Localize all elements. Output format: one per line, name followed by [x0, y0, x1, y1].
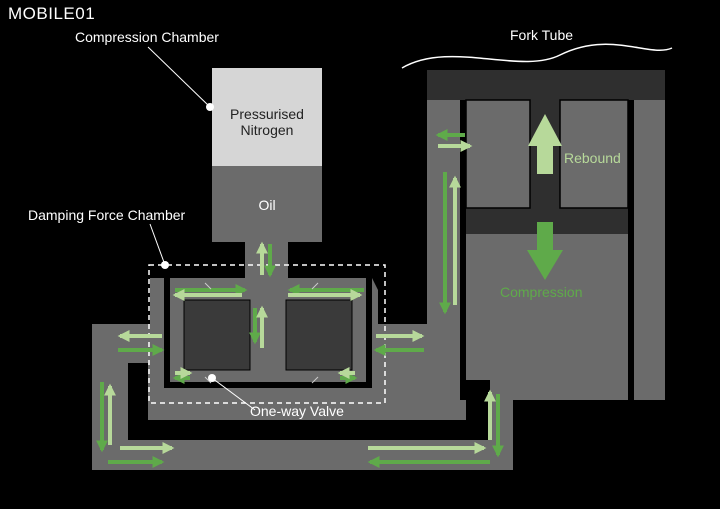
- logo-text: MOBILE01: [8, 4, 96, 23]
- rebound-arrow: [528, 114, 562, 174]
- leader-dot-damping: [161, 261, 169, 269]
- label-oil: Oil: [258, 197, 275, 213]
- fork-tube-outline: [401, 43, 673, 69]
- valve-block-right: [285, 299, 353, 371]
- label-compression-chamber: Compression Chamber: [75, 29, 219, 45]
- label-pressurised: Pressurised: [230, 106, 304, 122]
- label-fork-tube: Fork Tube: [510, 27, 573, 43]
- leader-dot-compression: [206, 103, 214, 111]
- valve-block-left: [183, 299, 251, 371]
- label-rebound: Rebound: [564, 150, 621, 166]
- label-one-way-valve: One-way Valve: [250, 403, 344, 419]
- compression-arrow: [527, 222, 563, 280]
- label-compression: Compression: [500, 284, 582, 300]
- label-damping-force-chamber: Damping Force Chamber: [28, 207, 186, 223]
- label-nitrogen: Nitrogen: [241, 122, 294, 138]
- logo: MOBILE01: [8, 4, 95, 24]
- flow-arrows-dark: [96, 129, 504, 468]
- return-channel: [128, 363, 490, 440]
- flow-arrows-light: [104, 140, 496, 454]
- leader-dot-valve: [208, 374, 216, 382]
- nitrogen-chamber: [212, 68, 322, 166]
